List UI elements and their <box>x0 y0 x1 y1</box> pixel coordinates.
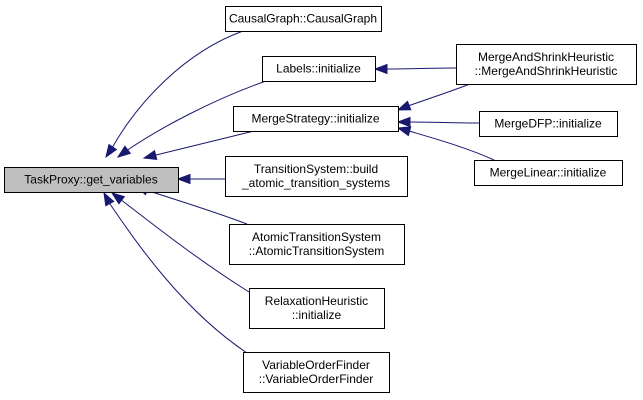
arrow-head <box>110 192 126 205</box>
node-box[interactable] <box>229 224 405 265</box>
node-label: RelaxationHeuristic <box>265 294 368 308</box>
node-box[interactable] <box>4 167 179 193</box>
node-label: MergeStrategy::initialize <box>251 112 379 126</box>
arrow-head <box>105 143 118 159</box>
edge-causal-to-root <box>105 30 244 159</box>
edge-line <box>111 192 250 293</box>
edge-labels-to-root <box>116 80 267 158</box>
arrow-head <box>176 173 191 185</box>
node-label: ::MergeAndShrinkHeuristic <box>475 64 618 78</box>
node-box[interactable] <box>225 156 408 197</box>
node-label: ::initialize <box>292 308 342 322</box>
node-label: MergeAndShrinkHeuristic <box>478 50 614 64</box>
node-label: MergeLinear::initialize <box>490 166 607 180</box>
node-label: ::AtomicTransitionSystem <box>249 244 385 258</box>
node-relax[interactable]: RelaxationHeuristic::initialize <box>249 288 385 329</box>
node-causal[interactable]: CausalGraph::CausalGraph <box>225 6 382 32</box>
node-dfp[interactable]: MergeDFP::initialize <box>479 111 618 137</box>
arrow-head <box>103 191 115 207</box>
node-label: MergeDFP::initialize <box>494 117 602 131</box>
nodes-layer: TaskProxy::get_variables CausalGraph::Cau… <box>4 6 637 393</box>
arrow-head <box>396 126 412 137</box>
node-transition[interactable]: TransitionSystem::build_atomic_transitio… <box>225 156 408 197</box>
node-label: TaskProxy::get_variables <box>24 173 157 187</box>
node-box[interactable] <box>249 288 385 329</box>
edge-relax-to-root <box>110 192 250 293</box>
edge-dfp-to-mergestrategy <box>396 116 480 128</box>
arrow-head <box>396 100 412 111</box>
node-label: ::VariableOrderFinder <box>259 372 374 386</box>
edge-line <box>103 192 248 354</box>
node-atomic[interactable]: AtomicTransitionSystem::AtomicTransition… <box>229 224 405 265</box>
node-mas[interactable]: MergeAndShrinkHeuristic::MergeAndShrinkH… <box>456 44 637 85</box>
edge-linear-to-mergestrategy <box>396 126 495 161</box>
arrow-head <box>396 116 411 128</box>
edge-line <box>397 127 495 161</box>
node-box[interactable] <box>225 6 382 32</box>
arrow-head <box>373 63 388 75</box>
node-label: CausalGraph::CausalGraph <box>229 12 377 26</box>
node-box[interactable] <box>474 160 623 186</box>
node-mergestrategy[interactable]: MergeStrategy::initialize <box>233 106 399 132</box>
edge-varorder-to-root <box>103 191 248 354</box>
node-labels[interactable]: Labels::initialize <box>262 56 376 82</box>
edge-transition-to-root <box>176 173 225 185</box>
node-label: _atomic_transition_systems <box>241 176 390 190</box>
edge-mas-to-mergestrategy <box>396 83 471 111</box>
node-linear[interactable]: MergeLinear::initialize <box>474 160 623 186</box>
node-box[interactable] <box>456 44 637 85</box>
node-root[interactable]: TaskProxy::get_variables <box>4 167 179 193</box>
arrow-head <box>116 145 132 158</box>
node-varorder[interactable]: VariableOrderFinder::VariableOrderFinder <box>243 352 390 393</box>
node-box[interactable] <box>243 352 390 393</box>
node-box[interactable] <box>479 111 618 137</box>
node-box[interactable] <box>233 106 399 132</box>
edge-mergestrategy-to-root <box>142 130 255 161</box>
node-label: VariableOrderFinder <box>262 358 370 372</box>
edge-line <box>117 80 267 158</box>
node-label: Labels::initialize <box>276 62 361 76</box>
node-label: TransitionSystem::build <box>254 162 378 176</box>
edge-line <box>143 130 255 159</box>
node-box[interactable] <box>262 56 376 82</box>
arrow-head <box>142 149 158 161</box>
edge-line <box>105 30 244 158</box>
node-label: AtomicTransitionSystem <box>252 230 381 244</box>
edge-mas-to-labels <box>373 63 457 75</box>
